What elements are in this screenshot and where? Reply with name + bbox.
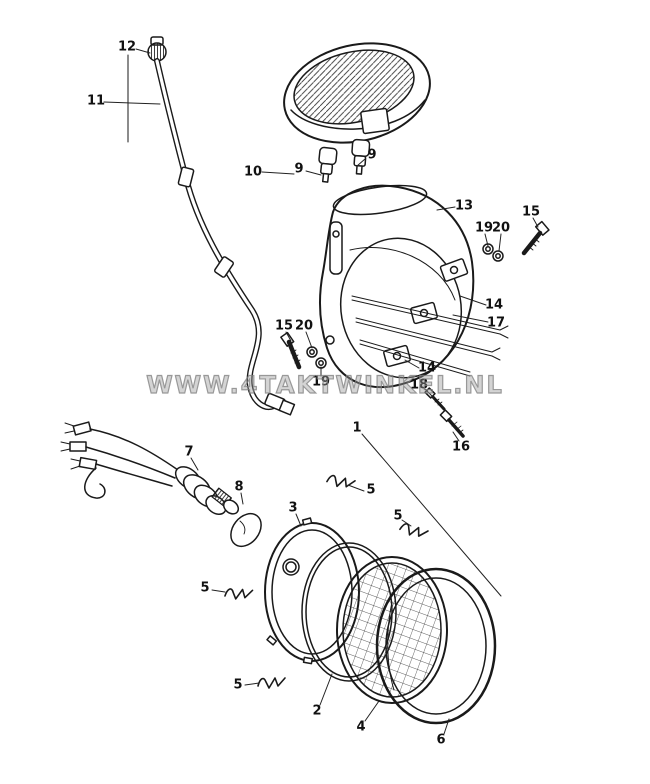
part-label-8: 8 xyxy=(234,480,243,495)
leader-line-15 xyxy=(285,331,292,342)
part-label-14: 14 xyxy=(485,298,503,313)
leader-line-5 xyxy=(211,589,226,593)
part-label-11: 11 xyxy=(87,94,105,109)
leader-line-14 xyxy=(459,295,487,306)
part-label-20: 20 xyxy=(492,221,510,236)
part-label-5: 5 xyxy=(233,678,242,693)
leader-line-2 xyxy=(319,673,333,706)
part-label-15: 15 xyxy=(522,205,540,220)
screw-16 xyxy=(439,409,465,438)
part-label-3: 3 xyxy=(288,501,297,516)
leader-line-13 xyxy=(436,206,456,211)
leader-line-1 xyxy=(361,433,502,597)
part-label-17: 17 xyxy=(487,316,505,331)
lens xyxy=(336,556,448,704)
leader-line-11 xyxy=(103,101,161,105)
bulb-socket-right xyxy=(351,138,371,175)
bulb xyxy=(211,487,262,548)
leader-line-3 xyxy=(295,513,302,527)
part-label-1: 1 xyxy=(352,421,361,436)
leader-line-16 xyxy=(452,431,460,442)
screw-18 xyxy=(424,387,446,411)
part-label-6: 6 xyxy=(436,733,445,748)
leader-line-20 xyxy=(498,233,502,252)
bolt-left xyxy=(280,331,327,370)
leader-line-18 xyxy=(424,388,435,399)
part-label-9: 9 xyxy=(294,162,303,177)
leader-line-20 xyxy=(305,331,313,349)
leader-line-14 xyxy=(404,359,420,369)
part-label-5: 5 xyxy=(200,581,209,596)
part-label-13: 13 xyxy=(455,199,473,214)
part-label-19: 19 xyxy=(312,375,330,390)
leader-line-8 xyxy=(240,492,244,505)
leader-line-19 xyxy=(484,233,489,247)
leader-line-5 xyxy=(244,682,260,686)
stay-rods xyxy=(351,295,509,377)
leader-line-17 xyxy=(452,314,489,323)
bulb-socket-left xyxy=(318,146,338,183)
part-label-18: 18 xyxy=(410,378,428,393)
part-label-16: 16 xyxy=(452,440,470,455)
leader-line-10 xyxy=(261,171,295,175)
leader-line-4 xyxy=(364,700,380,722)
headlamp-case xyxy=(318,184,509,389)
leader-line-12 xyxy=(135,48,151,54)
leader-line-9 xyxy=(356,158,366,167)
leader-line-6 xyxy=(443,718,450,735)
part-label-9: 9 xyxy=(367,148,376,163)
speedometer-cable xyxy=(127,36,296,416)
part-label-19: 19 xyxy=(475,221,493,236)
part-label-12: 12 xyxy=(118,40,136,55)
part-label-10: 10 xyxy=(244,165,262,180)
part-label-5: 5 xyxy=(366,483,375,498)
part-label-4: 4 xyxy=(356,720,365,735)
speedometer xyxy=(283,42,431,183)
part-label-20: 20 xyxy=(295,319,313,334)
headlamp-rim xyxy=(375,567,497,725)
part-label-7: 7 xyxy=(184,445,193,460)
part-label-14: 14 xyxy=(418,361,436,376)
leader-line-5 xyxy=(401,519,412,527)
part-label-2: 2 xyxy=(312,704,321,719)
leader-line-9 xyxy=(305,170,322,176)
leader-line-7 xyxy=(190,457,199,471)
part-label-15: 15 xyxy=(275,319,293,334)
part-label-5: 5 xyxy=(393,509,402,524)
leader-line-15 xyxy=(532,217,539,228)
wiring-harness xyxy=(60,421,227,516)
leader-line-5 xyxy=(347,484,365,492)
